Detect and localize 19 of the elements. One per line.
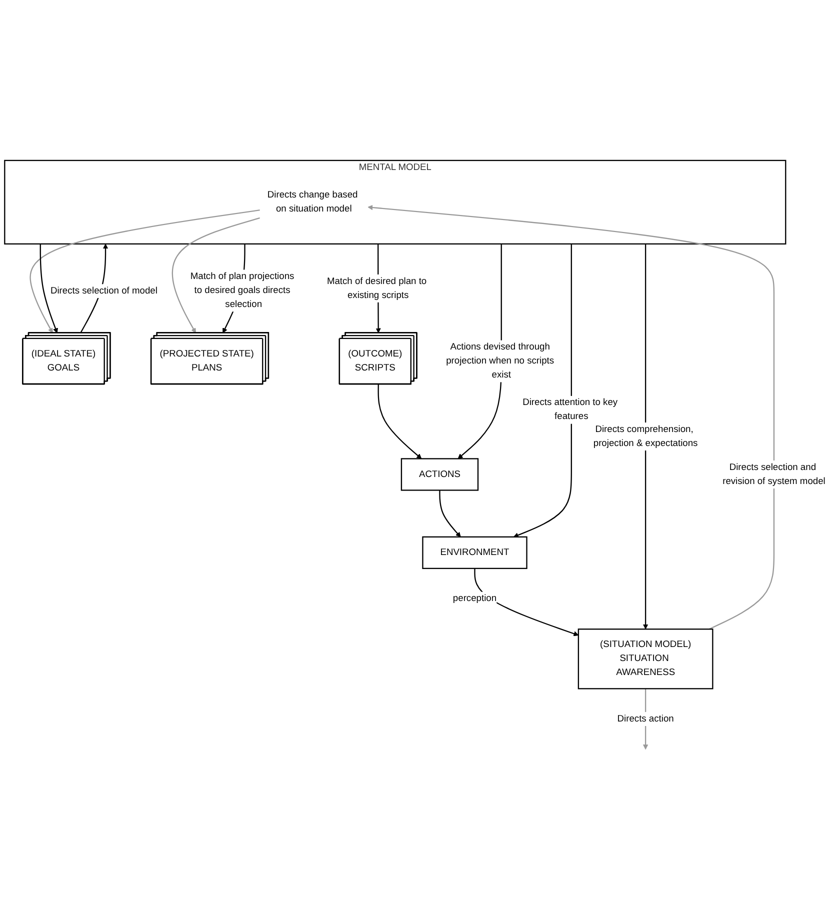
edge-label: Actions devised through projection when no scripts exist [446,342,554,380]
node-box: (SITUATION MODEL) SITUATION AWARENESS [578,628,714,690]
edge-label: Directs selection of model [50,286,158,296]
arrow [513,244,572,538]
edge-label: Match of desired plan to existing scripts [326,276,427,300]
edge-label: Directs action [617,714,674,724]
arrow [378,384,422,459]
node-box: ACTIONS [400,458,479,491]
arrow [368,204,775,630]
edge-label: Directs comprehension, projection & expectations [593,424,698,448]
edge-label: perception [452,594,497,604]
arrow [439,490,461,538]
edge-label: Directs selection and revision of system model [722,462,826,486]
arrow [40,244,58,334]
edge-label: Directs attention to key features [522,398,618,422]
node-text: Directs change based on situation model [267,190,358,214]
arrow [643,244,648,630]
edge-label: Match of plan projections to desired goals directs selection [190,271,294,310]
node-box: ENVIRONMENT [422,536,528,570]
